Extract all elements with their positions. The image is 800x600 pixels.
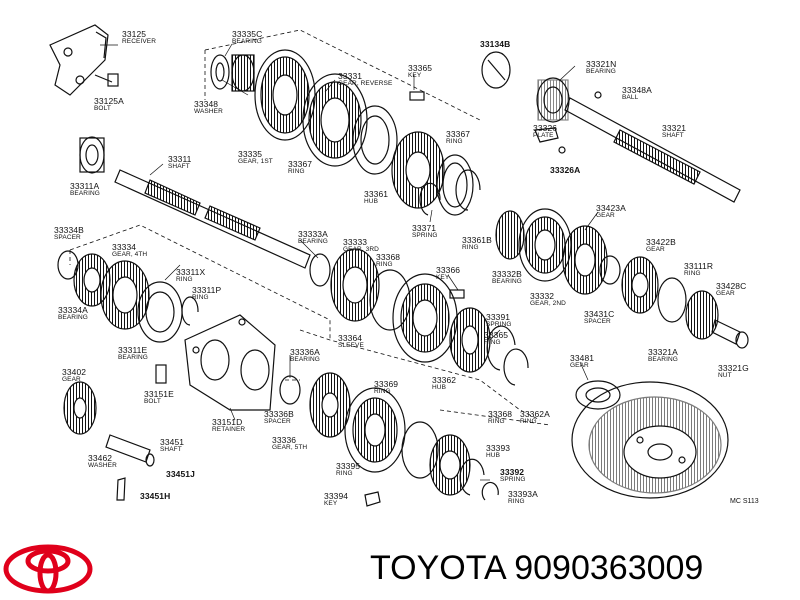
part-label: 33451H: [140, 491, 171, 501]
toyota-logo-icon: [3, 544, 93, 594]
second-gear-stack: [495, 208, 749, 349]
part-number: 9090363009: [514, 549, 704, 587]
fourth-gear-stack: [57, 250, 199, 343]
brand-part-number: TOYOTA 9090363009: [370, 548, 703, 588]
output-shaft: [536, 77, 741, 203]
label-leaders: [100, 43, 599, 481]
part-label: 33134B: [480, 39, 511, 49]
first-reverse-gear-stack: [210, 49, 425, 175]
reverse-idler: [63, 364, 167, 501]
assembly-guide-lines: [69, 29, 551, 426]
part-label: 33451J: [166, 469, 195, 479]
counter-shaft: [79, 136, 311, 269]
brand-name: TOYOTA: [370, 549, 505, 587]
large-output-gear: [571, 380, 729, 499]
first-hub-synchro: [391, 131, 481, 216]
plate-part: [481, 51, 566, 154]
diagram-reference-code: MC S113: [730, 498, 759, 505]
fifth-gear-stack: [279, 372, 499, 507]
part-label: 33326A: [550, 165, 581, 175]
receiver-bracket: [49, 24, 119, 96]
bearing-retainer: [184, 314, 276, 411]
third-gear-stack: [309, 248, 529, 386]
